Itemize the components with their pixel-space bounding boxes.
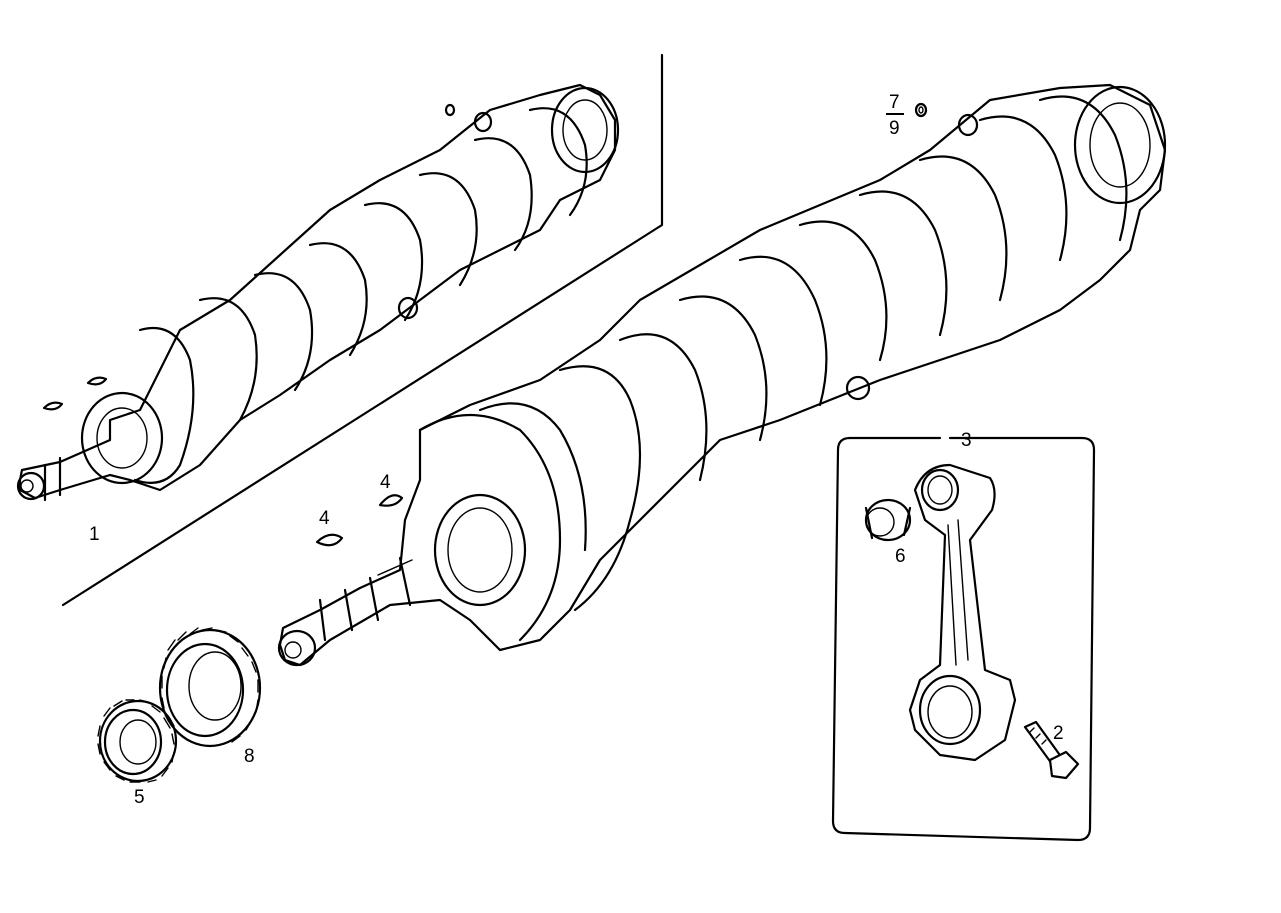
conrod-bolt: [1023, 720, 1080, 780]
callout-4-lower: 4: [319, 508, 330, 529]
inset-frame: [61, 53, 664, 607]
timing-gear-small: [97, 699, 178, 783]
timing-gear-large: [158, 627, 262, 748]
callout-6: 6: [895, 546, 906, 567]
crankshaft-variant: [16, 83, 620, 502]
conrod-group-frame: [831, 436, 1096, 842]
callout-3: 3: [961, 430, 972, 451]
woodruff-key-upper: [378, 494, 404, 507]
callout-7-9-fraction: 7 9: [886, 92, 904, 139]
callout-2: 2: [1053, 723, 1064, 744]
woodruff-key-lower: [315, 533, 344, 547]
callout-1: 1: [89, 524, 100, 545]
callout-8: 8: [244, 746, 255, 767]
callout-7: 7: [889, 92, 900, 113]
small-end-bushing: [864, 498, 912, 542]
callout-4-upper: 4: [380, 472, 391, 493]
crankshaft-main: [277, 83, 1167, 667]
connecting-rod: [908, 463, 1017, 762]
callout-5: 5: [134, 787, 145, 808]
callout-9: 9: [889, 118, 900, 139]
